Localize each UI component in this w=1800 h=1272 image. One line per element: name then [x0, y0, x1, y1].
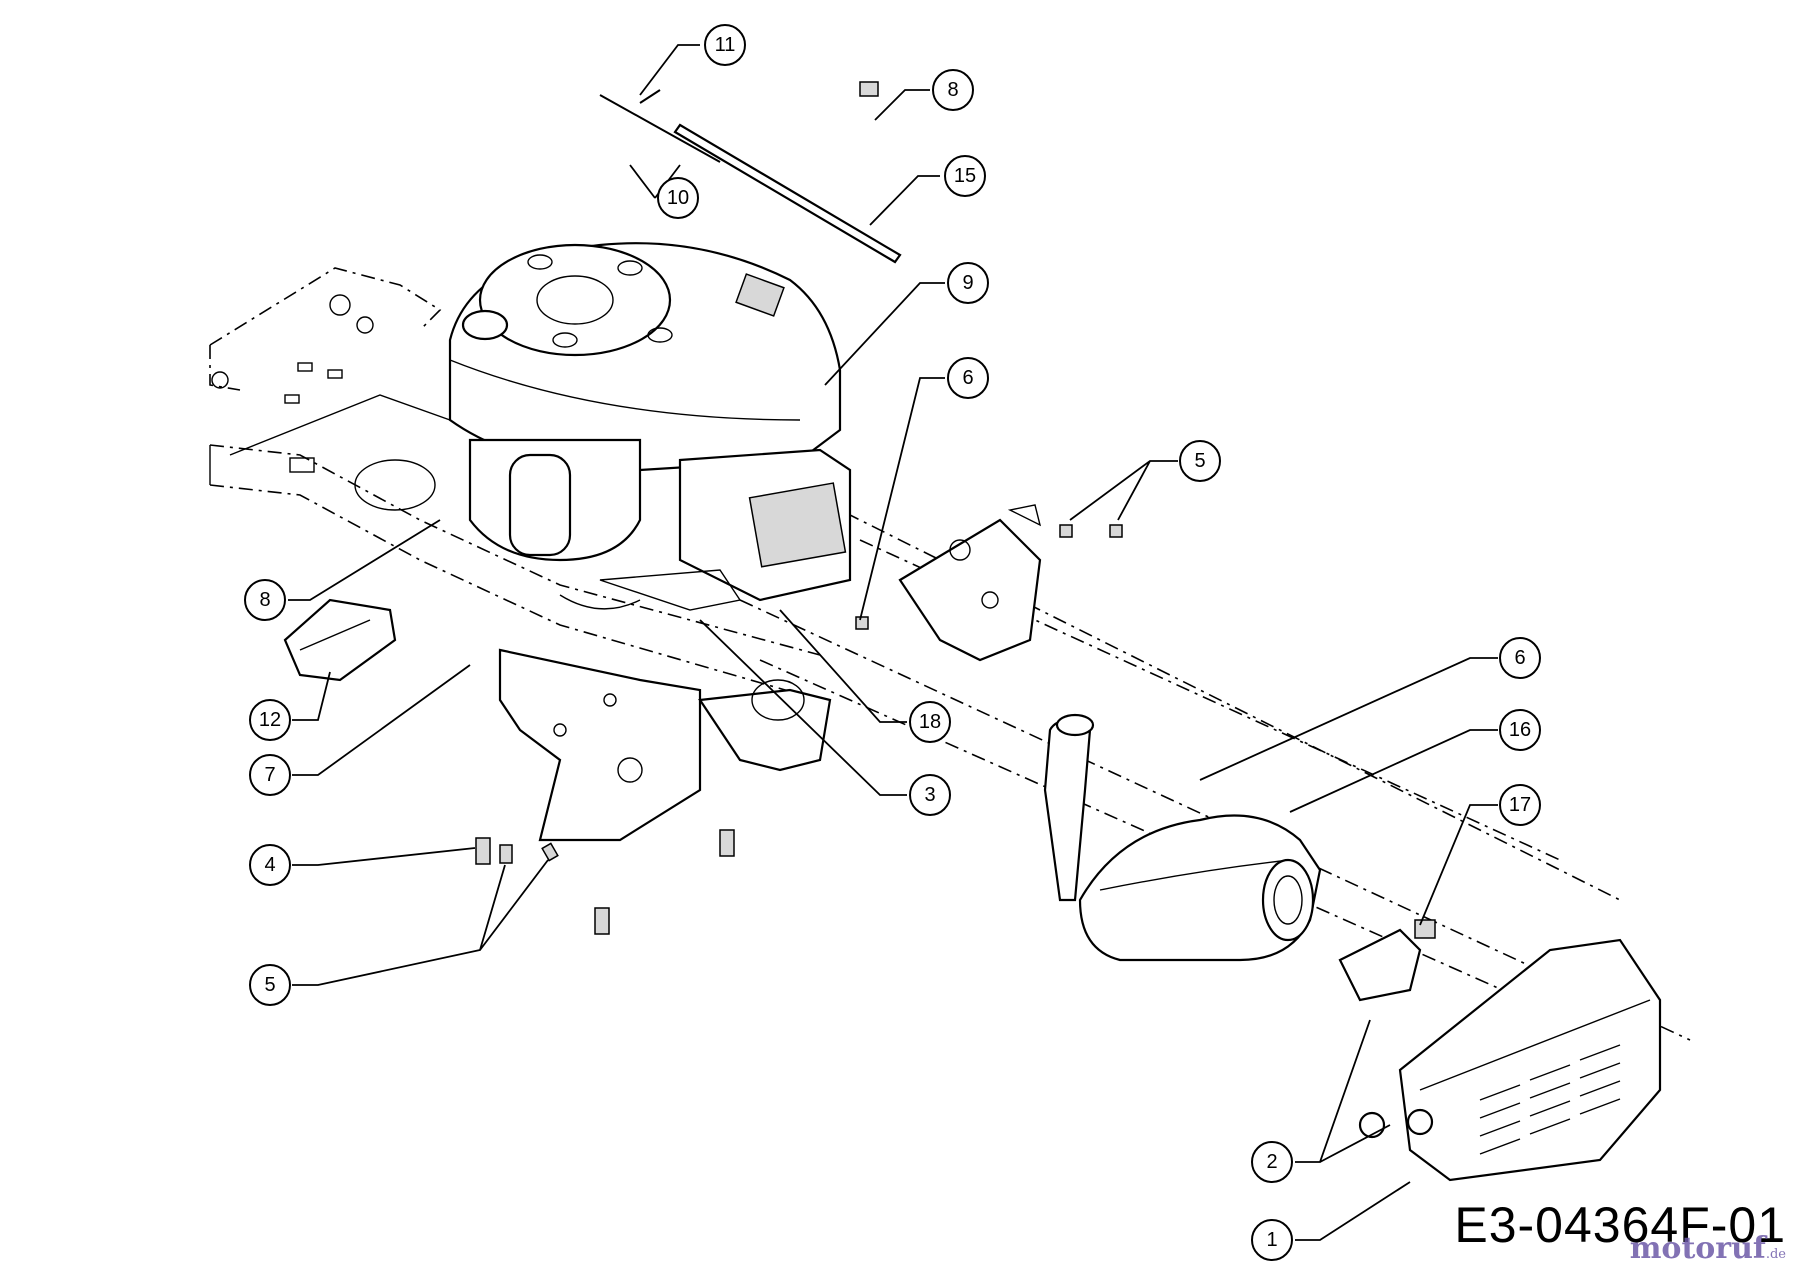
- callout-13: [249, 699, 291, 741]
- callout-12-label: 11: [715, 34, 736, 56]
- callout-5-right: [1179, 440, 1221, 482]
- callout-18: [909, 701, 951, 743]
- callout-5-left-label: 5: [264, 974, 275, 996]
- callout-6-right: [1499, 637, 1541, 679]
- callout-11-label: 10: [667, 187, 689, 209]
- callout-3-label: 3: [924, 784, 935, 806]
- callout-17-label: 17: [1509, 794, 1531, 816]
- callout-2: [1251, 1141, 1293, 1183]
- callout-5-left: [249, 964, 291, 1006]
- fasteners: [475, 81, 1123, 935]
- spark-arrestor: [1338, 919, 1436, 1002]
- callout-15-label: 15: [954, 165, 976, 187]
- callout-8-label: 8: [259, 589, 270, 611]
- watermark-text: motoruf: [1629, 1231, 1766, 1266]
- callout-16-label: 16: [1509, 719, 1531, 741]
- callout-10: [947, 262, 989, 304]
- callout-7: [249, 754, 291, 796]
- callout-7-label: 7: [264, 764, 275, 786]
- callout-9-label: 8: [947, 79, 958, 101]
- callout-1: [1251, 1219, 1293, 1261]
- callout-13-label: 12: [259, 709, 281, 731]
- callout-2-label: 2: [1266, 1151, 1277, 1173]
- callouts: 11 8 15 10 9 6 5 8 12 7: [244, 24, 1541, 1261]
- heat-shield: [283, 598, 397, 682]
- callout-12: [704, 24, 746, 66]
- callout-5-right-label: 5: [1194, 450, 1205, 472]
- callout-17: [1499, 784, 1541, 826]
- callout-15: [944, 155, 986, 197]
- callout-6-right-label: 6: [1514, 647, 1525, 669]
- callout-3: [909, 774, 951, 816]
- callout-4-label: 4: [264, 854, 275, 876]
- callout-6-top-label: 6: [962, 367, 973, 389]
- muffler: [1078, 814, 1322, 962]
- callout-10-label: 9: [962, 272, 973, 294]
- callout-16: [1499, 709, 1541, 751]
- callout-1-label: 1: [1266, 1229, 1277, 1251]
- watermark-logo: motoruf.de: [1629, 1231, 1786, 1266]
- drawing-number: E3-04364F-01: [1454, 1197, 1786, 1253]
- callout-4: [249, 844, 291, 886]
- callout-6-top: [947, 357, 989, 399]
- callout-9: [932, 69, 974, 111]
- callout-11: [657, 177, 699, 219]
- callout-18-label: 18: [919, 711, 941, 733]
- callout-8: [244, 579, 286, 621]
- mounting-plates: [498, 504, 1042, 842]
- exhaust-pipe: [1043, 713, 1095, 902]
- engine-assembly: [448, 242, 852, 611]
